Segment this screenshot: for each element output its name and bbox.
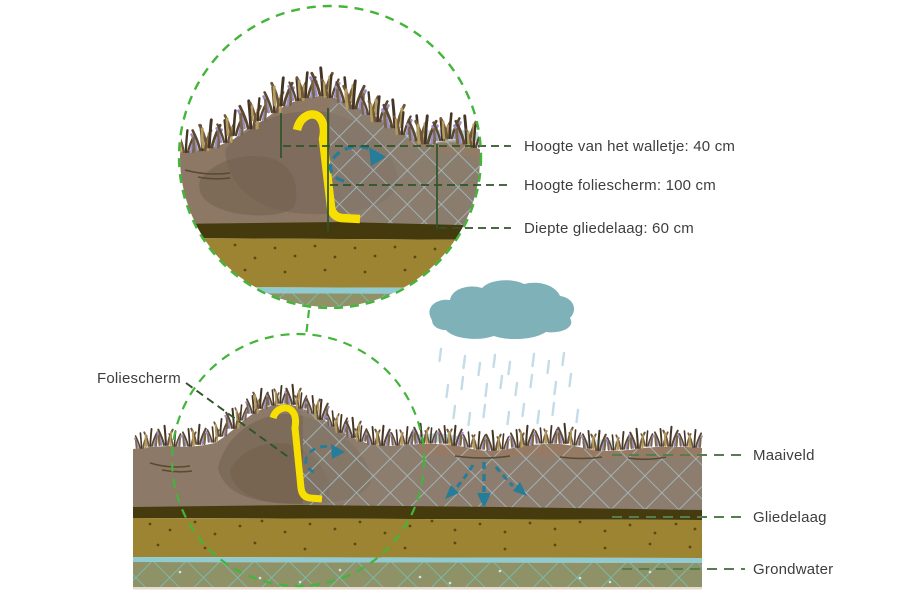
subsoil-layer xyxy=(133,518,702,558)
subsoil-speckles xyxy=(148,519,697,551)
overview-cross-section xyxy=(133,332,703,590)
measurement-label-foliescherm: Hoogte foliescherm: 100 cm xyxy=(524,177,716,194)
groundwater-line xyxy=(180,287,480,294)
mound-shadow-dark xyxy=(199,156,297,216)
groundwater-hatch xyxy=(133,562,702,588)
groundwater-dots xyxy=(178,568,652,585)
foliescherm-foil xyxy=(292,110,361,224)
diagram-bottom-edge xyxy=(133,587,702,590)
measurement-label-gliedelaag: Diepte gliedelaag: 60 cm xyxy=(524,220,694,237)
zoom-connector-line xyxy=(304,309,311,337)
zoom-circle-outline xyxy=(177,4,483,310)
infiltration-arrows-icon xyxy=(445,462,527,508)
layer-label-grondwater: Grondwater xyxy=(753,561,833,578)
wet-zone-hatch xyxy=(303,408,702,510)
layer-label-gliedelaag: Gliedelaag xyxy=(753,509,827,526)
circulation-arrow-icon xyxy=(304,444,345,474)
rain-streaks xyxy=(438,347,580,427)
groundwater-line xyxy=(133,557,702,563)
surface-streaks xyxy=(149,455,667,473)
foliescherm-foil xyxy=(269,404,323,503)
measurement-lines xyxy=(280,108,511,231)
surface-streaks xyxy=(184,169,231,180)
magnified-cross-section xyxy=(180,66,480,307)
wet-zone-hatch xyxy=(330,100,480,233)
leader-line-foliescherm xyxy=(185,382,292,460)
layer-label-maaiveld: Maaiveld xyxy=(753,447,815,464)
measurement-label-walletje: Hoogte van het walletje: 40 cm xyxy=(524,138,735,155)
subsoil-layer xyxy=(180,238,480,288)
gliedelaag-layer xyxy=(133,505,702,520)
foliescherm-label: Foliescherm xyxy=(97,370,181,387)
circulation-arrow-icon xyxy=(328,144,386,183)
zoom-source-outline xyxy=(170,332,426,588)
layer-leaders xyxy=(612,454,745,570)
gliedelaag-layer xyxy=(180,222,480,240)
rain-cloud-icon xyxy=(429,280,575,340)
